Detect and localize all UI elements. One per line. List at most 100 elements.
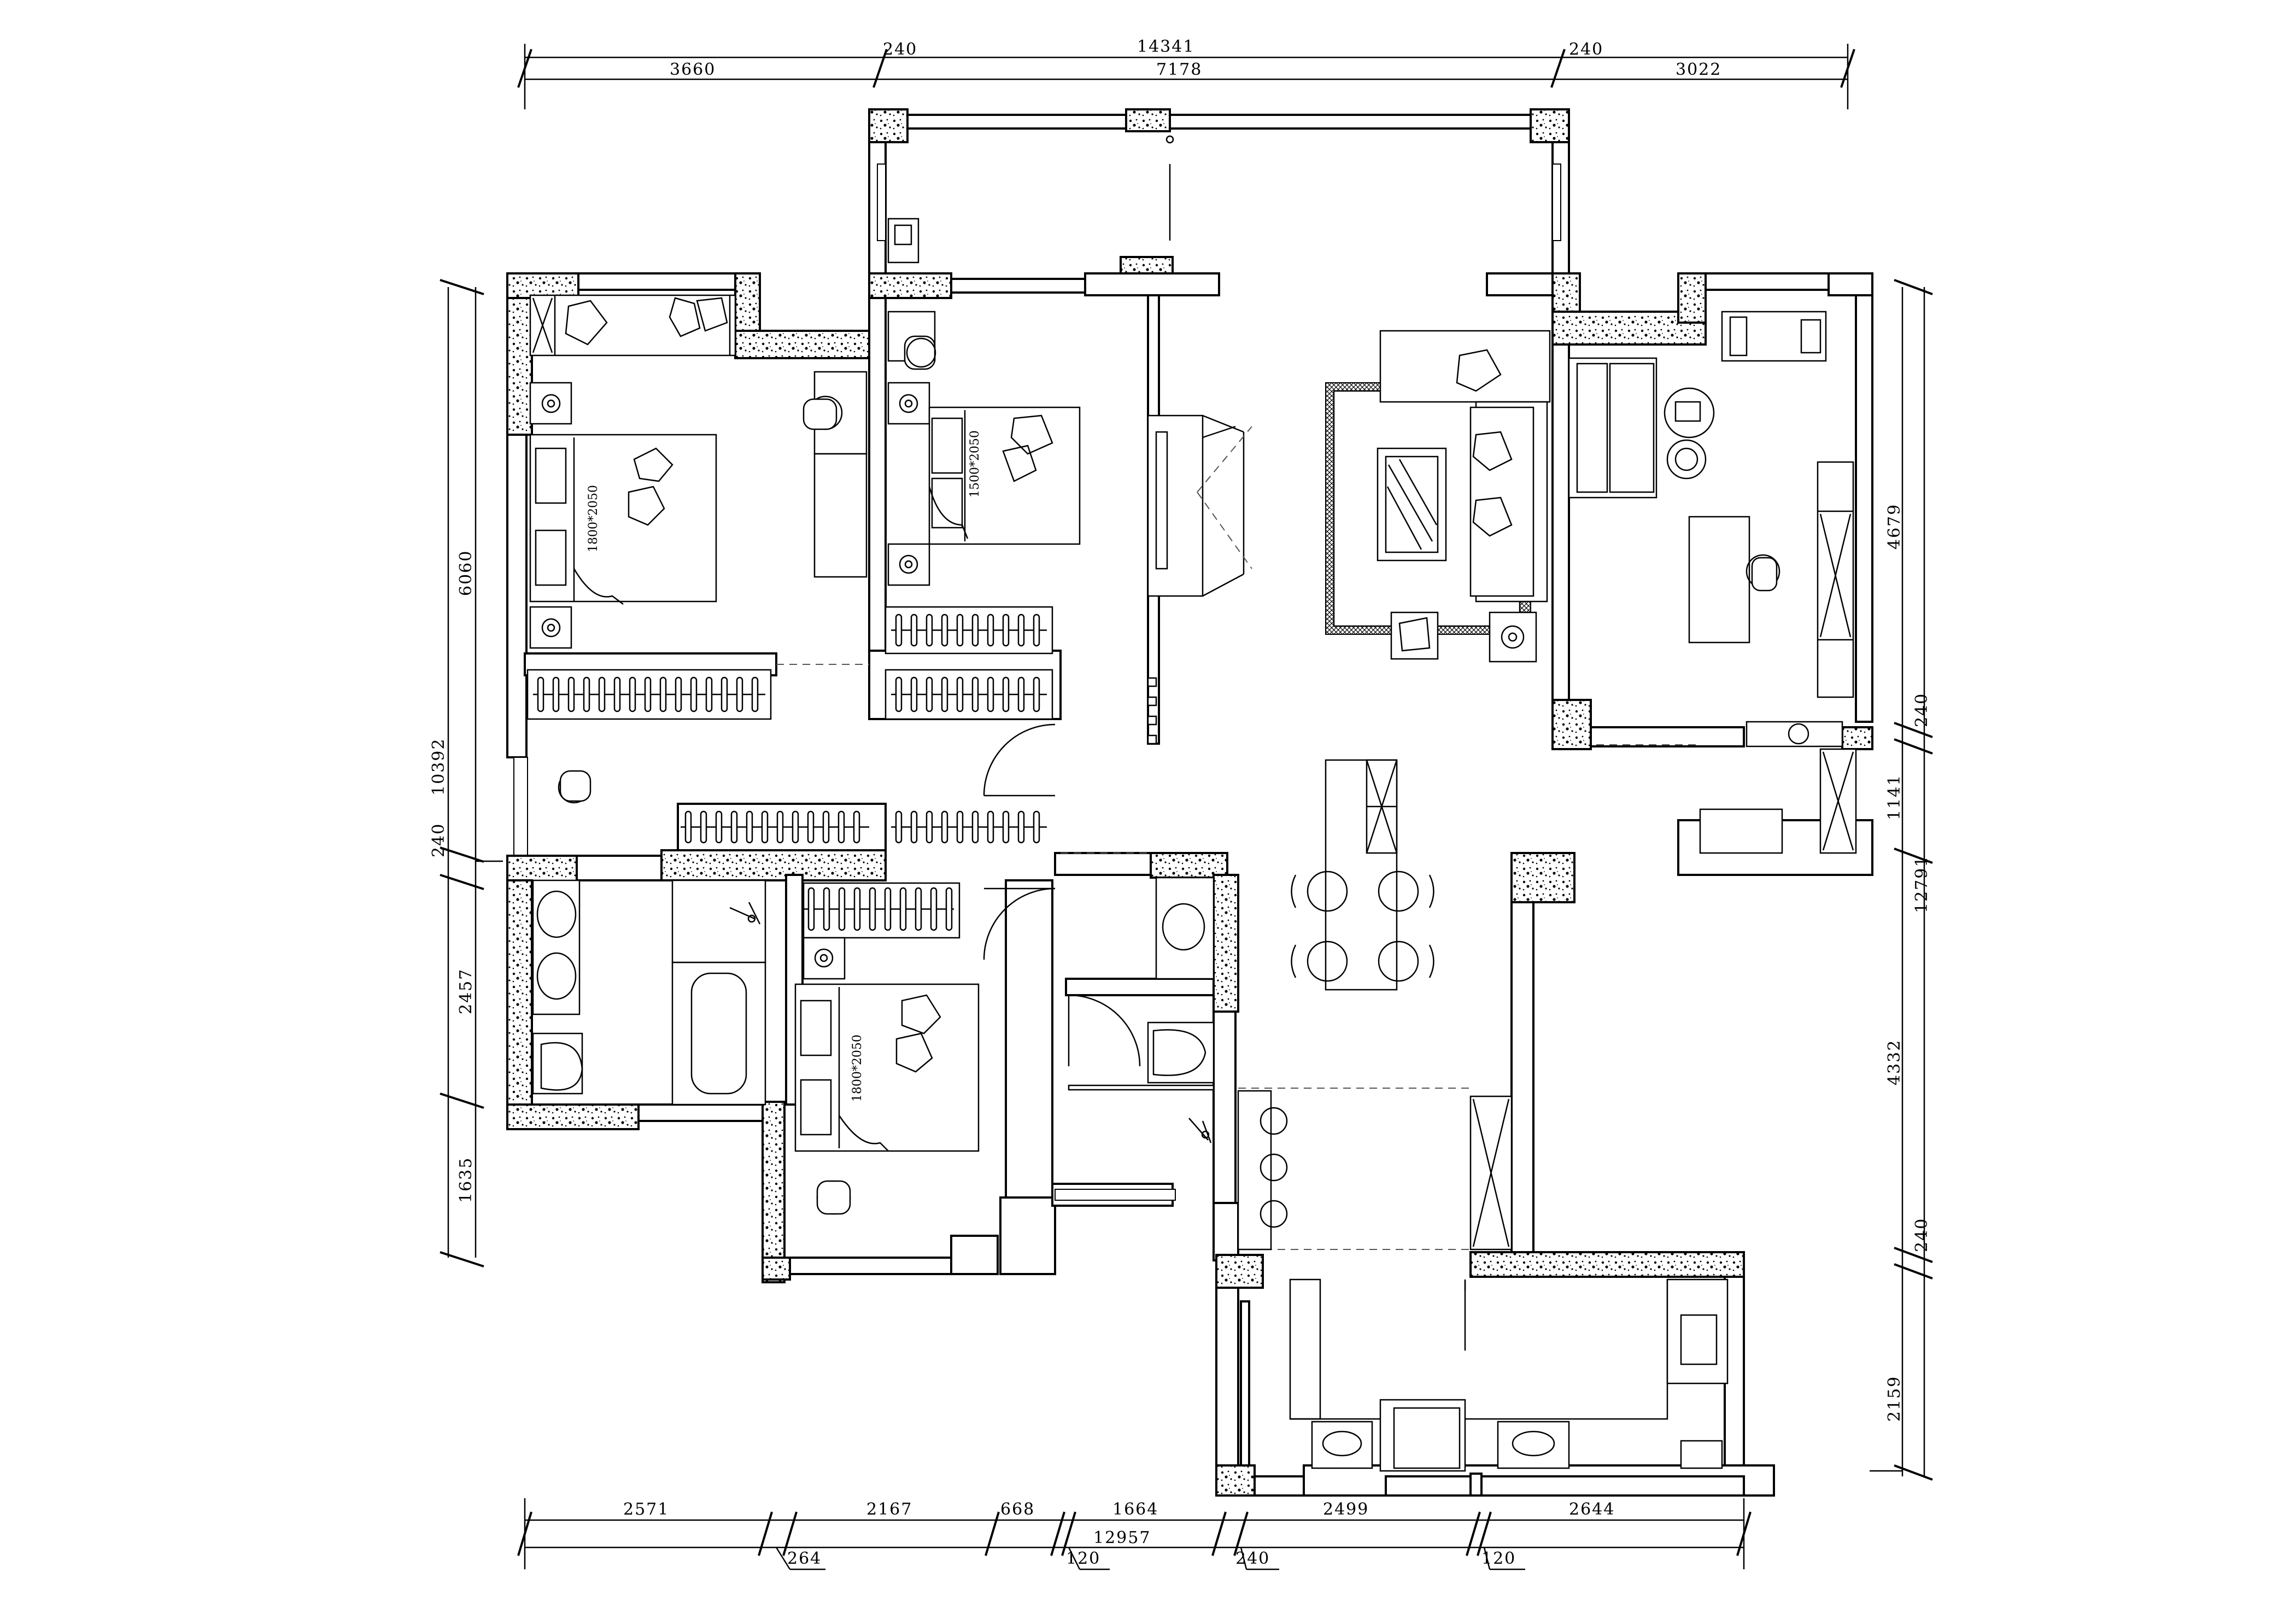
master-bed-size: 1800*2050 [587,485,600,552]
wardrobe-hanger [971,810,979,844]
dim-bottom-2: 2167 [866,1500,912,1519]
wardrobe-hanger [941,676,948,712]
dim-top-1: 3660 [670,60,716,79]
wardrobe-hanger [915,887,922,931]
wardrobe-hanger [926,676,933,712]
wardrobe-hanger [690,676,698,712]
dim-left-2: 10392 [429,738,448,796]
wardrobe-hanger [941,810,948,844]
wardrobe-hanger [930,887,938,931]
wardrobe-hanger [895,614,903,647]
dim-top-5: 3022 [1676,60,1721,79]
wardrobes [533,614,1047,931]
wardrobe-hanger [751,676,759,712]
wardrobe-hanger [823,887,830,931]
wardrobe-hanger [869,887,876,931]
dim-left-3: 240 [429,823,448,857]
dim-bottom-1: 2571 [623,1500,669,1519]
bottom-dimensions: 2571 2167 668 1664 2499 2644 12957 264 1… [517,1498,1752,1570]
dim-right-7: 2159 [1885,1376,1904,1422]
dim-right-6: 240 [1912,1218,1931,1252]
dim-bottom-total: 12957 [1093,1528,1151,1547]
master-bedroom: 1800*2050 [526,294,868,804]
wardrobe-hanger [853,810,860,844]
wardrobe-hanger [700,810,707,844]
wardrobe-hanger [971,676,979,712]
dim-bottom-offset-4: 120 [1481,1549,1516,1568]
wardrobe-hanger [1033,676,1040,712]
wardrobe-hanger [807,810,815,844]
living-area [1147,330,1551,991]
wardrobe-hanger [583,676,590,712]
dim-bottom-offset-3: 240 [1235,1549,1270,1568]
wardrobe-hanger [1033,810,1040,844]
wardrobe-hanger [926,810,933,844]
wardrobe-hanger [746,810,753,844]
wardrobe-hanger [715,810,723,844]
left-dimensions: 6060 10392 240 2457 1635 [429,279,503,1267]
guest-bedroom: 1800*2050 [794,882,980,1215]
wardrobe-hanger [987,614,994,647]
wardrobe-hanger [1002,614,1010,647]
dim-bottom-offset-1: 264 [787,1549,822,1568]
dim-right-5: 4332 [1885,1039,1904,1085]
wardrobe-hanger [899,887,907,931]
dim-right-1: 4679 [1885,504,1904,550]
wardrobe-hanger [1002,810,1010,844]
wardrobe-hanger [598,676,606,712]
wardrobe-hanger [684,810,692,844]
guest-bed-size: 1800*2050 [851,1035,864,1102]
right-dimensions: 4679 240 1141 12791 4332 240 2159 [1870,279,1933,1481]
dim-bottom-6: 2644 [1569,1500,1615,1519]
second-bed-size: 1500*2050 [968,430,982,498]
wardrobe-hanger [884,887,892,931]
wardrobe-hanger [807,887,815,931]
wardrobe-hanger [837,810,845,844]
wardrobe-hanger [987,676,994,712]
dim-right-3: 1141 [1885,774,1904,820]
wardrobe-hanger [629,676,636,712]
wardrobe-hanger [705,676,713,712]
top-dimensions: 14341 3660 240 7178 240 3022 [517,37,1855,109]
wardrobe-hanger [987,810,994,844]
dim-top-total: 14341 [1137,37,1194,56]
dim-left-4: 2457 [456,968,476,1014]
wardrobe-hanger [910,810,918,844]
wardrobe-hanger [926,614,933,647]
dim-bottom-3: 668 [1000,1500,1035,1519]
wardrobe-hanger [761,810,769,844]
dim-right-4: 12791 [1912,856,1931,913]
wardrobe-hanger [838,887,846,931]
wardrobe-hanger [1033,614,1040,647]
wardrobe-hanger [853,887,861,931]
wardrobe-hanger [971,614,979,647]
wardrobe-hanger [895,810,903,844]
openings [776,664,1700,1250]
dim-top-4: 240 [1569,40,1603,59]
wardrobe-hanger [567,676,575,712]
wardrobe-hanger [1017,614,1025,647]
wardrobe-hanger [730,810,738,844]
wardrobe-hanger [956,676,964,712]
wardrobe-hanger [644,676,652,712]
wardrobe-hanger [675,676,682,712]
wardrobe-hanger [552,676,560,712]
wardrobe-hanger [1002,676,1010,712]
dim-bottom-5: 2499 [1323,1500,1369,1519]
wardrobe-hanger [776,810,784,844]
wardrobe-hanger [941,614,948,647]
study [1568,311,1857,854]
dim-bottom-offset-2: 120 [1066,1549,1100,1568]
wardrobe-hanger [910,676,918,712]
wardrobe-hanger [956,614,964,647]
dim-bottom-4: 1664 [1112,1500,1158,1519]
wardrobe-hanger [956,810,964,844]
wardrobe-hanger [721,676,728,712]
wardrobe-hanger [910,614,918,647]
dim-left-1: 6060 [456,550,476,596]
doors [983,135,1466,1351]
wardrobe-hanger [537,676,544,712]
dim-top-3: 7178 [1156,60,1202,79]
kitchen [1237,1090,1729,1472]
dim-top-2: 240 [883,40,917,59]
